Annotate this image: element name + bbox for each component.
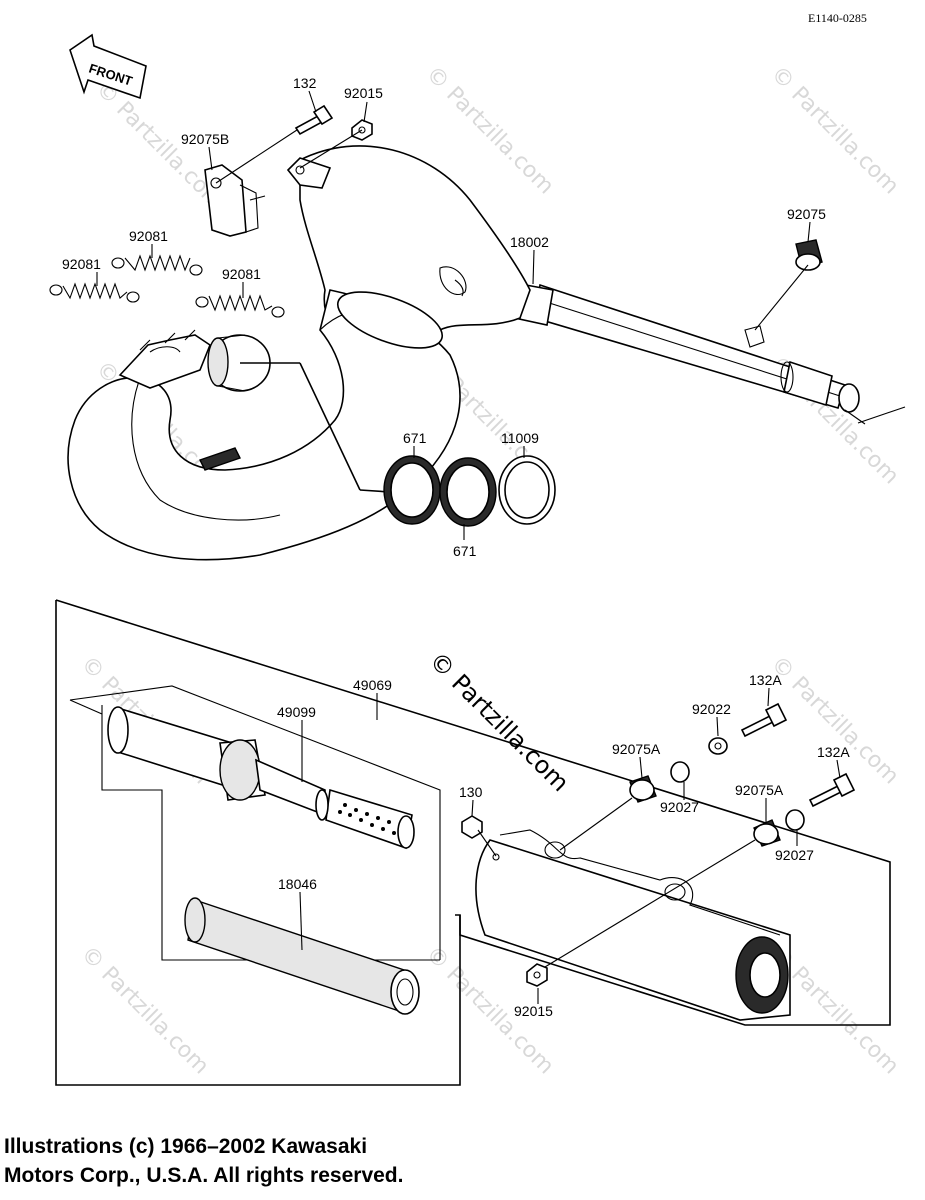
front-arrow-icon: FRONT — [69, 33, 147, 100]
part-number-labels: 132 92015 92075B 92081 92081 92081 18002… — [62, 75, 850, 1019]
part-label-92075a-left: 92075A — [612, 741, 661, 757]
copyright-line-1: Illustrations (c) 1966–2002 Kawasaki — [4, 1135, 368, 1158]
part-label-18002: 18002 — [510, 234, 549, 250]
spring-icon — [49, 282, 140, 303]
part-label-132a-right: 132A — [817, 744, 850, 760]
copyright-notice: Illustrations (c) 1966–2002 Kawasaki Mot… — [4, 1132, 604, 1190]
spring-icon — [195, 294, 285, 318]
part-label-92015-bottom: 92015 — [514, 1003, 553, 1019]
part-label-92015-top: 92015 — [344, 85, 383, 101]
part-label-11009: 11009 — [501, 430, 539, 446]
part-label-92027-left: 92027 — [660, 799, 699, 815]
part-label-92027-right: 92027 — [775, 847, 814, 863]
watermark-tile: © Partzilla.com — [76, 942, 214, 1080]
spring-icon — [111, 254, 203, 276]
drawing-code: E1140-0285 — [808, 11, 867, 25]
part-label-92075a-right: 92075A — [735, 782, 784, 798]
muffler-assembly — [55, 599, 891, 1086]
part-label-92022: 92022 — [692, 701, 731, 717]
part-label-49099: 49099 — [277, 704, 316, 720]
part-label-671-bottom: 671 — [453, 543, 477, 559]
part-label-92081: 92081 — [129, 228, 168, 244]
part-label-18046: 18046 — [278, 876, 317, 892]
part-label-132a-top: 132A — [749, 672, 782, 688]
part-label-92081: 92081 — [222, 266, 261, 282]
part-label-132: 132 — [293, 75, 317, 91]
part-label-671-top: 671 — [403, 430, 427, 446]
leader-lines — [96, 90, 841, 1004]
part-label-92081: 92081 — [62, 256, 101, 272]
watermark-tile: © Partzilla.com — [766, 62, 904, 200]
part-label-92075: 92075 — [787, 206, 826, 222]
part-label-92075b: 92075B — [181, 131, 229, 147]
part-label-49069: 49069 — [353, 677, 392, 693]
exhaust-pipe-assembly — [49, 104, 906, 561]
part-label-130: 130 — [459, 784, 483, 800]
copyright-line-2: Motors Corp., U.S.A. All rights reserved… — [4, 1164, 404, 1187]
